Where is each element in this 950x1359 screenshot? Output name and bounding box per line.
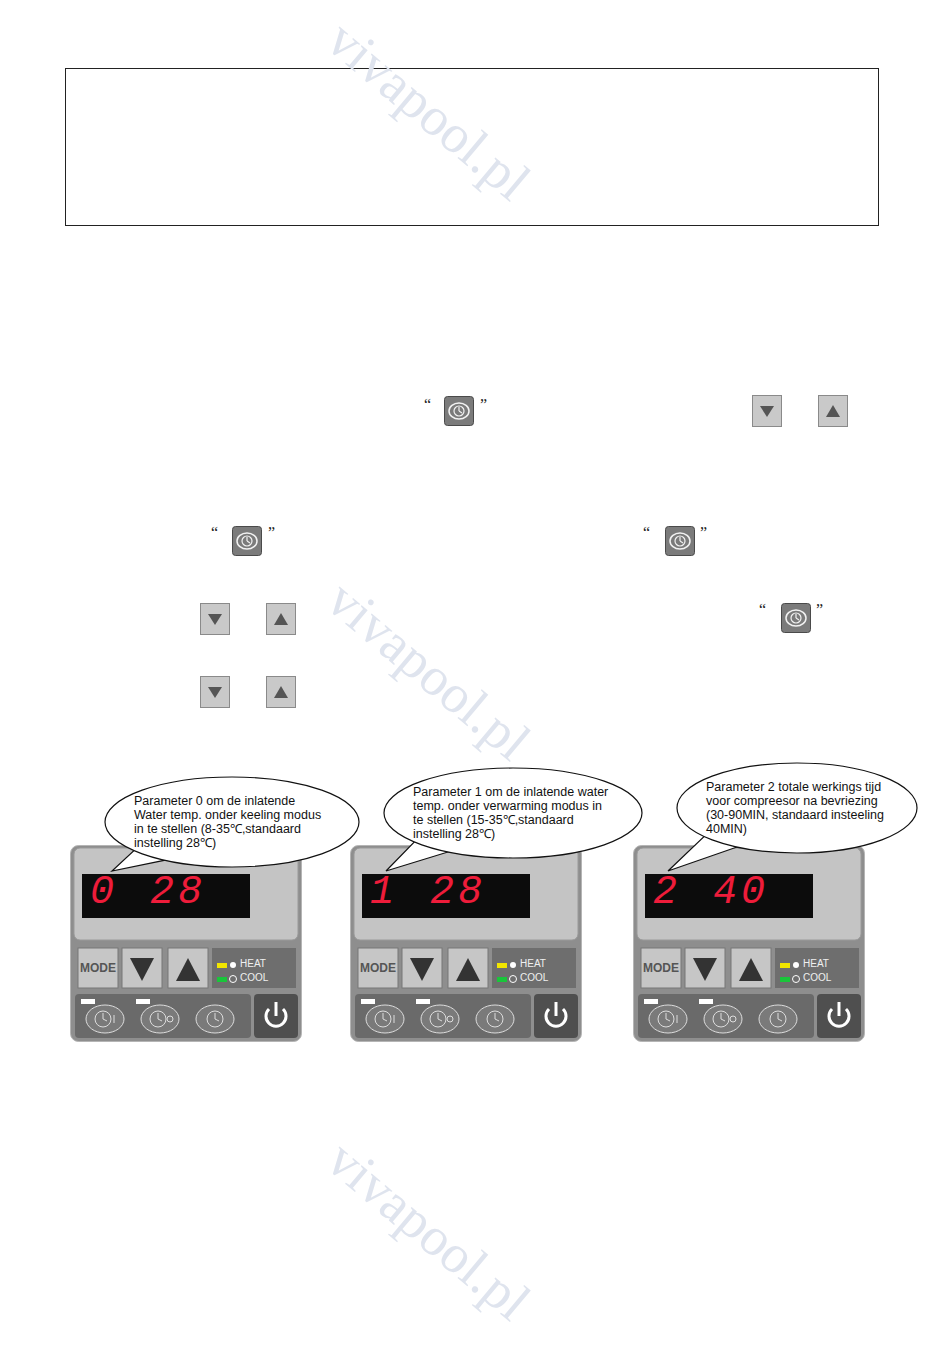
watermark: vivapool.pl — [315, 1128, 542, 1333]
display-digits: 28 — [150, 872, 206, 914]
controller-panel: 1 28MODE HEAT COOL — [350, 845, 582, 1042]
quote-mark: ” — [700, 524, 707, 542]
bubble-ellipse — [677, 763, 917, 853]
controller-panel: 0 28MODE HEAT COOL — [70, 845, 302, 1042]
callout-text: Parameter 2 totale werkings tijd voor co… — [706, 780, 888, 836]
heat-label: HEAT — [803, 958, 829, 969]
quote-mark: ” — [480, 396, 487, 414]
display-digits: 2 — [653, 872, 681, 914]
callout-bubble: Parameter 2 totale werkings tijd voor co… — [676, 762, 918, 854]
quote-mark: ” — [268, 524, 275, 542]
callout-text: Parameter 0 om de inlatende Water temp. … — [134, 794, 330, 850]
mode-label: MODE — [80, 961, 116, 975]
display-digits: 28 — [430, 872, 486, 914]
quote-mark: “ — [643, 524, 650, 542]
callout-bubble: Parameter 1 om de inlatende water temp. … — [383, 767, 643, 859]
bubble-ellipse — [384, 768, 642, 858]
display-digits: 0 — [90, 872, 118, 914]
mode-label: MODE — [360, 961, 396, 975]
callout-text: Parameter 1 om de inlatende water temp. … — [413, 785, 613, 841]
quote-mark: “ — [759, 601, 766, 619]
mode-label: MODE — [643, 961, 679, 975]
bubble-ellipse — [105, 777, 359, 867]
quote-mark: “ — [424, 396, 431, 414]
cool-label: COOL — [803, 972, 831, 983]
display-digits: 1 — [370, 872, 398, 914]
display-digits: 40 — [713, 872, 769, 914]
quote-mark: ” — [816, 601, 823, 619]
heat-label: HEAT — [240, 958, 266, 969]
watermark: vivapool.pl — [315, 568, 542, 773]
callout-bubble: Parameter 0 om de inlatende Water temp. … — [104, 776, 360, 868]
cool-label: COOL — [240, 972, 268, 983]
controller-panel: 2 40MODE HEAT COOL — [633, 845, 865, 1042]
cool-label: COOL — [520, 972, 548, 983]
heat-label: HEAT — [520, 958, 546, 969]
watermark: vivapool.pl — [315, 8, 542, 213]
quote-mark: “ — [211, 524, 218, 542]
